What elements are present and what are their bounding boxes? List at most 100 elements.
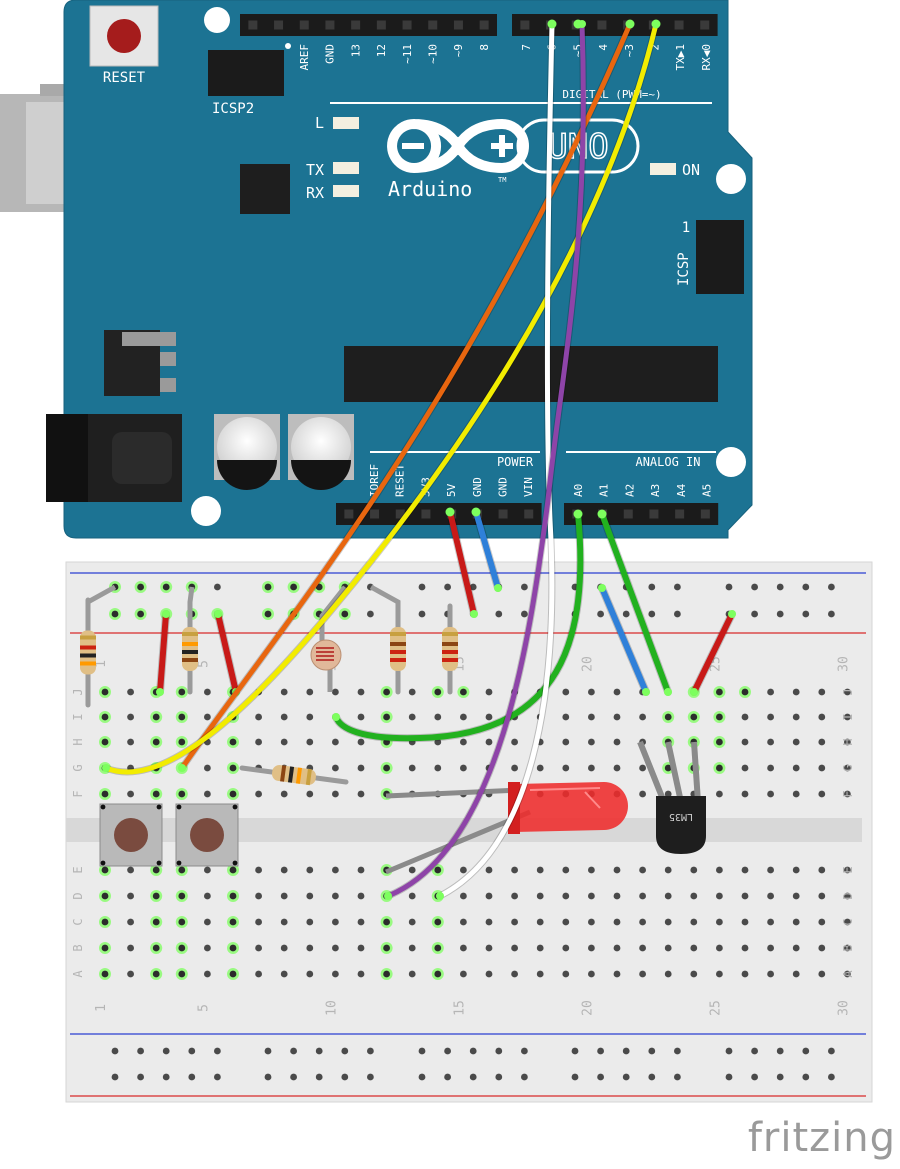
breadboard-hole[interactable] — [188, 1047, 196, 1055]
breadboard-hole[interactable] — [306, 790, 314, 798]
breadboard-hole[interactable] — [204, 764, 211, 772]
breadboard-hole[interactable] — [383, 970, 390, 978]
breadboard-hole[interactable] — [418, 1047, 426, 1055]
breadboard-hole[interactable] — [802, 1073, 810, 1081]
breadboard-hole[interactable] — [741, 944, 749, 952]
header-pin[interactable] — [597, 20, 607, 30]
breadboard-hole[interactable] — [178, 688, 186, 696]
breadboard-hole[interactable] — [613, 918, 621, 926]
breadboard-hole[interactable] — [408, 918, 416, 926]
breadboard-hole[interactable] — [792, 790, 800, 798]
breadboard-hole[interactable] — [818, 790, 826, 798]
wire-white[interactable] — [437, 21, 555, 899]
breadboard-hole[interactable] — [674, 610, 681, 618]
breadboard-hole[interactable] — [178, 892, 186, 900]
breadboard-hole[interactable] — [280, 918, 288, 926]
header-pin[interactable] — [524, 509, 534, 519]
breadboard-hole[interactable] — [741, 713, 749, 721]
breadboard-hole[interactable] — [255, 738, 262, 746]
breadboard-hole[interactable] — [229, 866, 237, 874]
breadboard-hole[interactable] — [767, 892, 774, 900]
breadboard-hole[interactable] — [264, 1073, 272, 1081]
wire-purple[interactable] — [385, 21, 586, 899]
header-pin[interactable] — [479, 20, 489, 30]
breadboard-hole[interactable] — [306, 738, 314, 746]
breadboard-hole[interactable] — [460, 688, 467, 696]
breadboard-hole[interactable] — [818, 688, 826, 696]
breadboard-hole[interactable] — [434, 944, 442, 952]
breadboard-hole[interactable] — [751, 1047, 758, 1055]
breadboard-hole[interactable] — [178, 970, 186, 978]
breadboard-hole[interactable] — [264, 610, 272, 618]
breadboard-hole[interactable] — [460, 738, 467, 746]
breadboard-hole[interactable] — [792, 918, 800, 926]
breadboard-hole[interactable] — [639, 764, 646, 772]
wire-blue[interactable] — [599, 585, 649, 695]
breadboard-hole[interactable] — [767, 970, 774, 978]
breadboard-hole[interactable] — [264, 583, 272, 591]
breadboard-hole[interactable] — [229, 944, 237, 952]
header-pin[interactable] — [421, 509, 431, 519]
breadboard-hole[interactable] — [690, 944, 698, 952]
breadboard-hole[interactable] — [716, 764, 723, 772]
breadboard-hole[interactable] — [776, 610, 784, 618]
push-button[interactable] — [99, 803, 163, 867]
breadboard-hole[interactable] — [844, 738, 851, 746]
breadboard-hole[interactable] — [137, 610, 145, 618]
breadboard-hole[interactable] — [152, 892, 160, 900]
breadboard-hole[interactable] — [280, 892, 288, 900]
breadboard-hole[interactable] — [792, 970, 800, 978]
breadboard-hole[interactable] — [562, 764, 570, 772]
breadboard-hole[interactable] — [204, 713, 211, 721]
breadboard-hole[interactable] — [101, 738, 109, 746]
breadboard-hole[interactable] — [127, 713, 134, 721]
breadboard-hole[interactable] — [485, 713, 493, 721]
wire-blue[interactable] — [473, 509, 501, 591]
breadboard-hole[interactable] — [613, 866, 621, 874]
breadboard-hole[interactable] — [725, 1073, 733, 1081]
resistor[interactable] — [239, 764, 349, 786]
breadboard-hole[interactable] — [716, 892, 723, 900]
breadboard-hole[interactable] — [521, 1073, 528, 1081]
breadboard-hole[interactable] — [716, 944, 723, 952]
breadboard-hole[interactable] — [664, 944, 672, 952]
breadboard-hole[interactable] — [792, 892, 800, 900]
breadboard-hole[interactable] — [690, 866, 698, 874]
breadboard-hole[interactable] — [818, 944, 826, 952]
breadboard-hole[interactable] — [818, 713, 826, 721]
breadboard-hole[interactable] — [741, 688, 749, 696]
breadboard-hole[interactable] — [137, 583, 145, 591]
breadboard-hole[interactable] — [408, 688, 416, 696]
breadboard-hole[interactable] — [357, 764, 365, 772]
breadboard-hole[interactable] — [716, 790, 723, 798]
breadboard-hole[interactable] — [280, 866, 288, 874]
lm35-sensor[interactable]: LM35 — [637, 740, 706, 854]
breadboard-hole[interactable] — [776, 1073, 784, 1081]
breadboard-hole[interactable] — [622, 1047, 630, 1055]
breadboard-hole[interactable] — [290, 583, 297, 591]
header-pin[interactable] — [649, 509, 659, 519]
breadboard-hole[interactable] — [802, 1047, 810, 1055]
breadboard-hole[interactable] — [178, 944, 186, 952]
breadboard-hole[interactable] — [613, 713, 621, 721]
breadboard-hole[interactable] — [818, 918, 826, 926]
breadboard-hole[interactable] — [162, 1073, 170, 1081]
breadboard-hole[interactable] — [367, 1047, 374, 1055]
header-pin[interactable] — [674, 20, 684, 30]
breadboard-hole[interactable] — [588, 944, 595, 952]
breadboard-hole[interactable] — [204, 790, 211, 798]
breadboard-hole[interactable] — [639, 790, 646, 798]
breadboard-hole[interactable] — [178, 866, 186, 874]
breadboard-hole[interactable] — [357, 713, 365, 721]
breadboard-hole[interactable] — [111, 1047, 119, 1055]
breadboard-hole[interactable] — [844, 892, 851, 900]
breadboard-hole[interactable] — [255, 866, 262, 874]
breadboard-hole[interactable] — [818, 764, 826, 772]
breadboard-hole[interactable] — [639, 713, 646, 721]
breadboard-hole[interactable] — [101, 918, 109, 926]
breadboard-hole[interactable] — [204, 688, 211, 696]
breadboard-hole[interactable] — [511, 892, 518, 900]
breadboard-hole[interactable] — [648, 583, 656, 591]
breadboard-hole[interactable] — [178, 713, 186, 721]
breadboard-hole[interactable] — [536, 918, 544, 926]
